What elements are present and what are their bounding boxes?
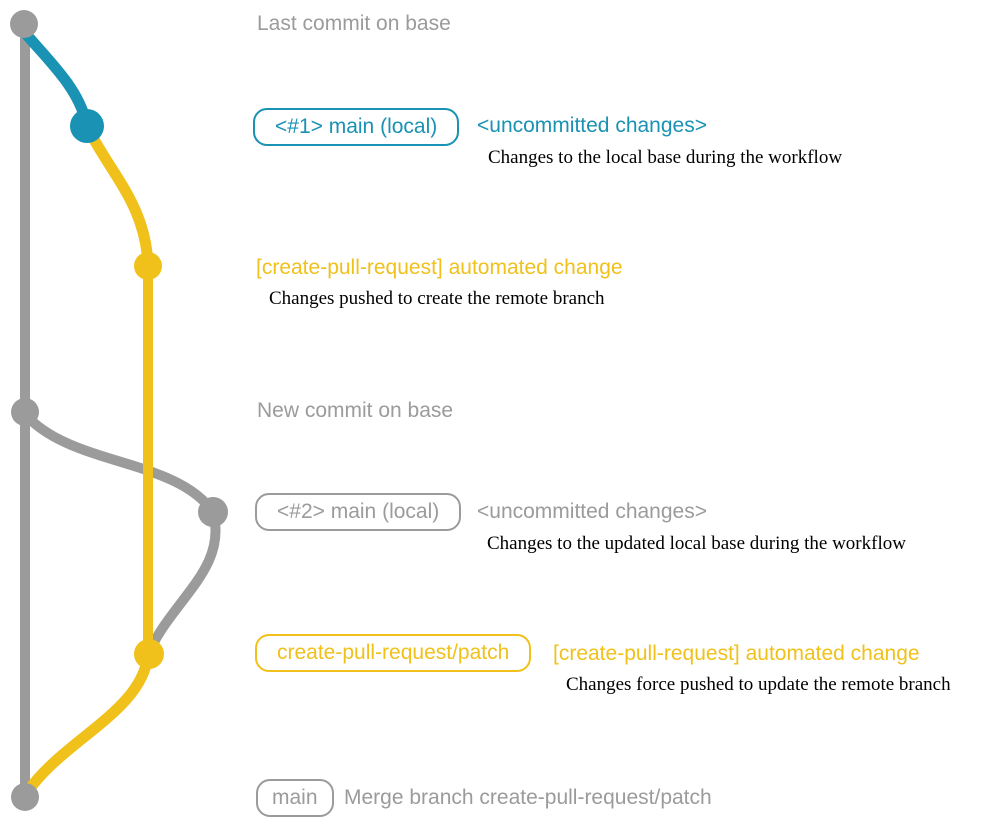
heading-uncommitted-changes-1: <uncommitted changes> <box>477 114 707 137</box>
desc-pushed-create-remote: Changes pushed to create the remote bran… <box>269 288 605 309</box>
main1-to-patch-edge <box>84 126 154 270</box>
desc-force-pushed-update-remote: Changes force pushed to update the remot… <box>566 674 951 695</box>
branch-tag-main-local-1: <#1> main (local) <box>253 108 460 146</box>
base-to-main1-edge <box>20 28 92 128</box>
desc-local-base-changes-1: Changes to the local base during the wor… <box>488 147 843 168</box>
label-merge-branch: Merge branch create-pull-request/patch <box>344 786 712 809</box>
commit-dot-new-base <box>11 398 39 426</box>
commit-dot-main-local-2 <box>198 497 228 527</box>
commit-dot-automated-change-2 <box>134 639 164 669</box>
heading-automated-change-2: [create-pull-request] automated change <box>553 642 920 665</box>
git-graph <box>10 10 228 811</box>
branch-tag-main: main <box>256 779 334 817</box>
commit-dot-main-local-1 <box>70 109 104 143</box>
heading-automated-change-1: [create-pull-request] automated change <box>256 256 623 279</box>
commit-dot-last-base <box>10 10 38 38</box>
label-last-commit-on-base: Last commit on base <box>257 12 451 35</box>
commit-dot-automated-change-1 <box>134 252 162 280</box>
main2-to-patch-edge <box>144 507 221 657</box>
label-new-commit-on-base: New commit on base <box>257 399 454 422</box>
heading-uncommitted-changes-2: <uncommitted changes> <box>477 500 707 523</box>
branch-tag-main-local-2: <#2> main (local) <box>255 493 462 531</box>
desc-local-base-changes-2: Changes to the updated local base during… <box>487 533 906 554</box>
commit-dot-merge <box>11 783 39 811</box>
patch-to-merge-edge <box>20 649 154 800</box>
base-to-main2-edge <box>20 409 218 517</box>
branch-tag-create-pull-request-patch: create-pull-request/patch <box>255 634 532 672</box>
